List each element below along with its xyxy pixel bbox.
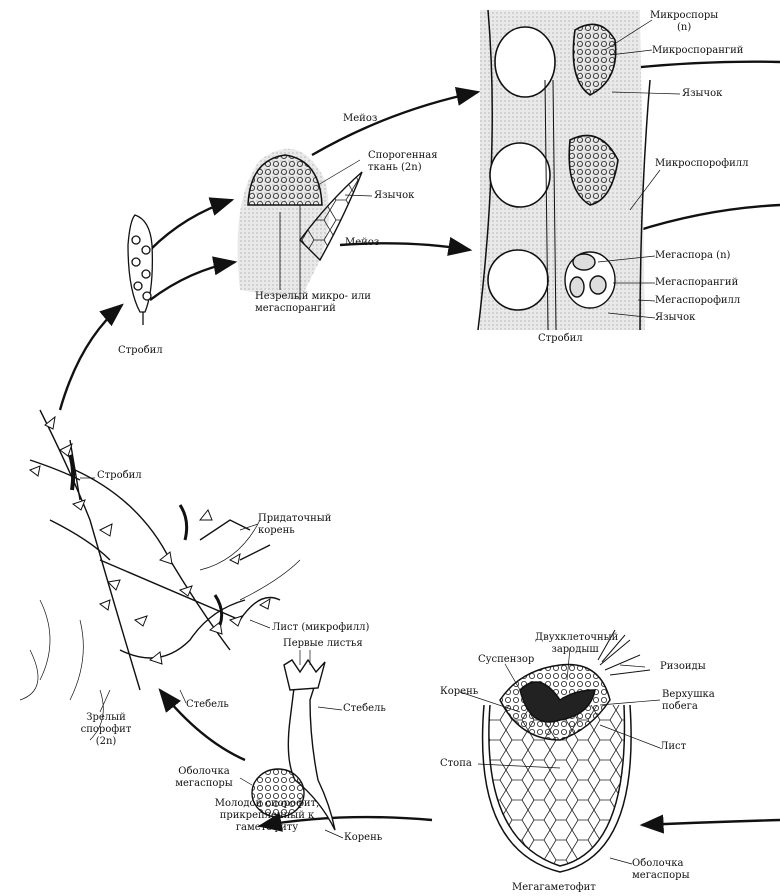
label-young-stem: Стебель xyxy=(343,703,386,714)
arrow-sporophyte-to-strobilus xyxy=(58,303,124,411)
megagametophyte-drawing xyxy=(459,629,661,873)
label-suspensor: Суспензор xyxy=(478,654,535,665)
label-strobilus-section: Стробил xyxy=(538,333,583,344)
label-foot: Стопа xyxy=(440,758,472,769)
label-first-leaves: Первые листья xyxy=(283,638,363,649)
immature-sporangium-drawing xyxy=(237,148,373,300)
label-megasporangium: Мегаспорангий xyxy=(655,277,739,288)
label-megaspore-wall: Оболочка мегаспоры xyxy=(632,858,690,881)
label-ligule: Язычок xyxy=(374,190,415,201)
label-sporophyte-stem: Стебель xyxy=(186,699,229,710)
label-megagametophyte: Мегагаметофит xyxy=(512,882,596,893)
label-two-cell-embryo: Двухклеточный зародыш xyxy=(535,632,619,655)
label-microspores-ploidy: (n) xyxy=(676,22,692,33)
label-immature-sporangium: Незрелый микро- или мегаспорангий xyxy=(255,291,371,314)
label-young-sporophyte: Молодой спорофит, прикрепленный к гамето… xyxy=(214,798,320,833)
strobilus-leader-lines xyxy=(597,19,681,319)
sporophyte-strobilus xyxy=(68,454,76,491)
label-embryo-leaf: Лист xyxy=(660,741,687,752)
label-megaspore: Мегаспора (n) xyxy=(655,250,731,261)
label-microspores-text: Микроспоры xyxy=(650,10,719,21)
label-microspores: Микроспоры(n) xyxy=(650,10,718,34)
mature-sporophyte-drawing xyxy=(19,409,301,741)
label-ligule-bottom: Язычок xyxy=(655,312,696,323)
label-young-root: Корень xyxy=(344,832,383,843)
label-microsporophyll: Микроспорофилл xyxy=(655,158,749,169)
cycle-arrows xyxy=(58,86,780,834)
arrow-strobilus-to-sporangium-1 xyxy=(149,197,235,251)
label-microsporangium: Микроспорангий xyxy=(652,45,744,56)
young-sporophyte-drawing xyxy=(239,650,344,839)
label-rhizoids: Ризоиды xyxy=(660,661,706,672)
arrow-strobilus-to-sporangium-2 xyxy=(149,256,238,301)
label-adventitious-root: Придаточный корень xyxy=(258,513,332,536)
label-sporophyte-strobilus: Стробил xyxy=(97,470,142,481)
label-ligule-top: Язычок xyxy=(682,88,723,99)
label-megasporophyll: Мегаспорофилл xyxy=(655,295,741,306)
arrow-to-megagametophyte xyxy=(639,814,780,834)
label-leaf-microphyll: Лист (микрофилл) xyxy=(272,622,370,633)
label-small-strobilus: Стробил xyxy=(118,345,163,356)
label-meiosis-top: Мейоз xyxy=(343,113,378,124)
strobilus-section-drawing xyxy=(477,9,681,331)
label-megaspore-wall-young: Оболочка мегаспоры xyxy=(175,766,233,789)
small-strobilus-drawing xyxy=(127,214,153,325)
arrow-meiosis-bottom xyxy=(339,236,473,256)
label-mature-sporophyte: Зрелый спорофит (2n) xyxy=(80,712,132,747)
arrow-to-mature-sporophyte xyxy=(158,688,246,762)
label-meiosis-bottom: Мейоз xyxy=(345,237,380,248)
label-embryo-root: Корень xyxy=(440,686,479,697)
arrow-meiosis-top xyxy=(311,86,481,157)
label-sporogenous-tissue: Спорогенная ткань (2n) xyxy=(368,150,438,173)
label-shoot-apex: Верхушка побега xyxy=(662,689,715,712)
arrow-to-young-sporophyte xyxy=(257,812,433,832)
